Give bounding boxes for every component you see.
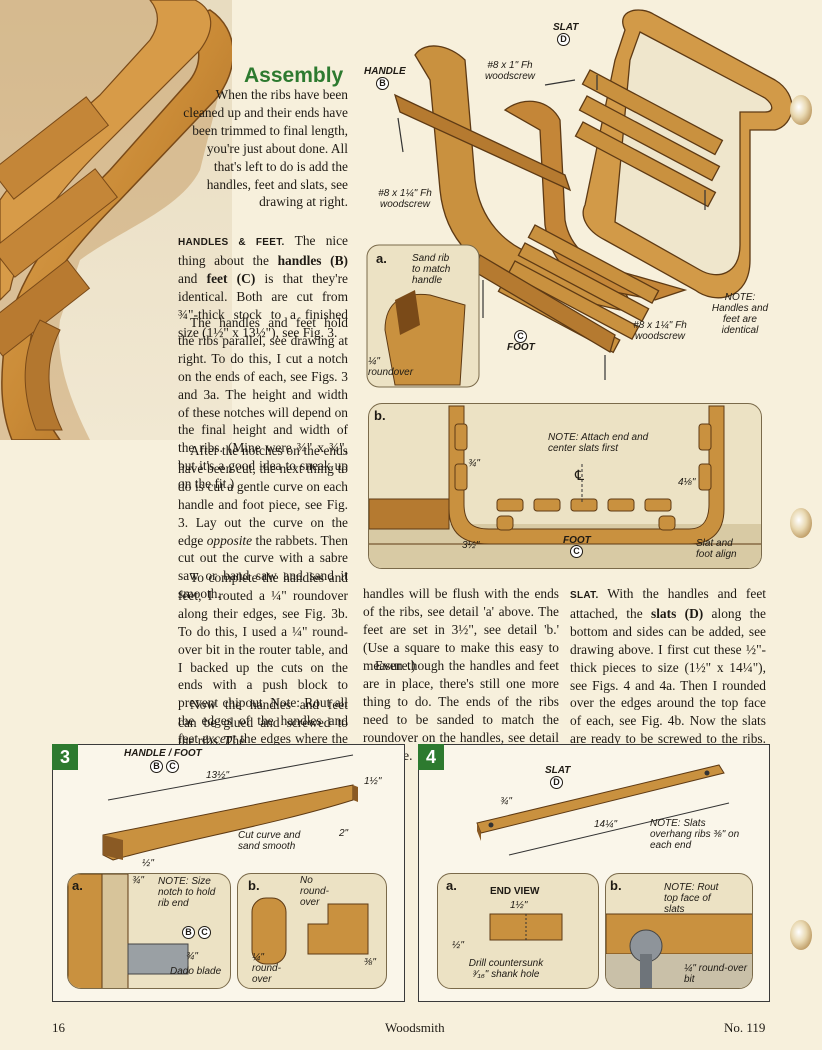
bold-slats: slats (D)	[650, 605, 704, 621]
binder-hole	[790, 508, 812, 538]
paragraph-notches: The handles and feet hold the ribs paral…	[178, 315, 348, 492]
figure-3-number: 3	[52, 744, 78, 770]
italic-except: except	[202, 731, 237, 747]
italic-opposite: opposite	[206, 532, 253, 548]
detail-b-dim-418: 4⅛"	[678, 477, 696, 488]
fig4b-tag: b.	[610, 878, 622, 893]
fig4-dim-34: ¾"	[500, 796, 512, 807]
fig3-dim-width: 1½"	[364, 776, 382, 787]
page-number: 16	[52, 1020, 65, 1035]
exploded-drawing	[355, 0, 822, 400]
fig3-dim-2: 2"	[339, 828, 349, 839]
fig3a-blade: Dado blade	[170, 966, 222, 977]
text-run: After the notches on the ends have been …	[178, 443, 348, 548]
paragraph-col2-sand: Even though the handles and feet are in …	[363, 658, 559, 763]
screw-right-callout: #8 x 1¼" Fh woodscrew	[633, 320, 687, 342]
detail-b-tag: b.	[374, 408, 386, 423]
text-run: To complete the handles and feet, I rout…	[178, 570, 348, 747]
paragraph-col2-flush: handles will be flush with the ends of t…	[363, 586, 559, 673]
fig3-dim-length: 13½"	[206, 770, 230, 781]
screw-top-callout: #8 x 1" Fh woodscrew	[484, 60, 536, 82]
fig3a-tag: a.	[72, 878, 83, 893]
centerline-symbol: ℄	[575, 467, 584, 483]
fig4a-title: END VIEW	[490, 886, 540, 897]
fig3a-dim2: ¾"	[186, 951, 198, 962]
detail-b-foot: FOOT	[563, 535, 591, 546]
fig4-title: SLAT	[545, 765, 571, 776]
fig4a-panel	[437, 873, 599, 989]
fig3b-tag: b.	[248, 878, 260, 893]
detail-b-note: NOTE: Attach end and center slats first	[548, 432, 649, 454]
magazine-name: Woodsmith	[385, 1020, 445, 1035]
lead-slat: SLAT.	[570, 590, 599, 601]
detail-b-slat-align: Slat and foot align	[696, 538, 737, 560]
fig3a-dim: ¾"	[132, 875, 144, 886]
binder-hole	[790, 95, 812, 125]
fig3-dim-half: ½"	[142, 858, 154, 869]
slat-callout: SLAT	[553, 22, 579, 33]
figure-4	[418, 744, 770, 1002]
fig4b-bit: ¼" round-over bit	[684, 963, 748, 985]
figure-3	[52, 744, 405, 1002]
paragraph-handles-feet: HANDLES & FEET. The nice thing about the…	[178, 232, 348, 341]
binder-hole	[790, 920, 812, 950]
text-run: is that they're identical. Both are cut …	[178, 270, 348, 340]
fig3b-quarter-roundover: ¼" round-over	[252, 952, 281, 985]
fig4-note: NOTE: Slats overhang ribs ⅜" on each end	[650, 818, 740, 851]
detail-a-roundover: ¼" roundover	[368, 356, 414, 378]
detail-a-sand-note: Sand rib to match handle	[412, 253, 451, 286]
fig4-letter-d: D	[550, 776, 563, 789]
handle-callout: HANDLE	[364, 66, 406, 77]
bold-feet: feet (C)	[206, 270, 256, 286]
fig4-dim-length: 14¼"	[594, 819, 618, 830]
paragraph-glue: Now the handles and feet can be glued an…	[178, 697, 348, 748]
fig3-letter-b: B	[150, 760, 163, 773]
fig4a-dim: 1½"	[510, 900, 528, 911]
text-run: the rabbets. Then cut out the curve with…	[178, 532, 348, 602]
detail-b-panel	[368, 403, 762, 569]
text-run: along the bottom and sides can be added,…	[570, 605, 766, 747]
detail-a-frame	[366, 244, 480, 388]
fig3-title: HANDLE / FOOT	[124, 748, 202, 759]
fig4a-half: ½"	[452, 940, 464, 951]
text-run: The nice thing about the	[178, 233, 349, 268]
lead-handles-feet: HANDLES & FEET.	[178, 237, 285, 248]
foot-callout: FOOT	[507, 342, 535, 353]
fig4b-panel	[605, 873, 753, 989]
fig3b-no-roundover: No round-over	[300, 875, 329, 908]
screw-left-callout: #8 x 1¼" Fh woodscrew	[378, 188, 432, 210]
paragraph-intro: When the ribs have been cleaned up and t…	[176, 86, 348, 211]
fig3a-letter-c: C	[198, 926, 211, 939]
fig3a-letter-b: B	[182, 926, 195, 939]
text-run: and	[178, 270, 207, 286]
rack-photo	[0, 0, 232, 440]
intro-text: When the ribs have been cleaned up and t…	[183, 87, 348, 210]
figure-4-number: 4	[418, 744, 444, 770]
fig3-letter-c: C	[166, 760, 179, 773]
fig4a-drill-note: Drill countersunk ³⁄₁₆" shank hole	[468, 958, 544, 980]
foot-letter-circle: C	[514, 330, 527, 343]
section-heading: Assembly	[244, 64, 344, 87]
detail-b-dim-312: 3½"	[462, 540, 480, 551]
fig3-curve-note: Cut curve and sand smooth	[238, 830, 301, 852]
fig3b-dim-38: ⅜"	[364, 957, 376, 968]
slat-letter-circle: D	[557, 33, 570, 46]
detail-b-foot-letter: C	[570, 545, 583, 558]
fig3b-panel	[237, 873, 387, 989]
paragraph-curve: After the notches on the ends have been …	[178, 442, 348, 603]
fig3a-note: NOTE: Size notch to hold rib end	[158, 876, 216, 909]
handle-letter-circle: B	[376, 77, 389, 90]
note-handles-feet: NOTE: Handles and feet are identical	[711, 292, 769, 336]
detail-a-tag: a.	[376, 251, 387, 266]
bold-handles: handles (B)	[277, 252, 349, 268]
detail-b-dim-34: ¾"	[468, 458, 480, 469]
paragraph-slat: SLAT. With the handles and feet attached…	[570, 585, 766, 766]
fig4b-note: NOTE: Rout top face of slats	[664, 882, 719, 915]
text-run: With the handles and feet attached, the	[570, 586, 766, 621]
issue-number: No. 119	[724, 1020, 766, 1035]
fig4a-tag: a.	[446, 878, 457, 893]
